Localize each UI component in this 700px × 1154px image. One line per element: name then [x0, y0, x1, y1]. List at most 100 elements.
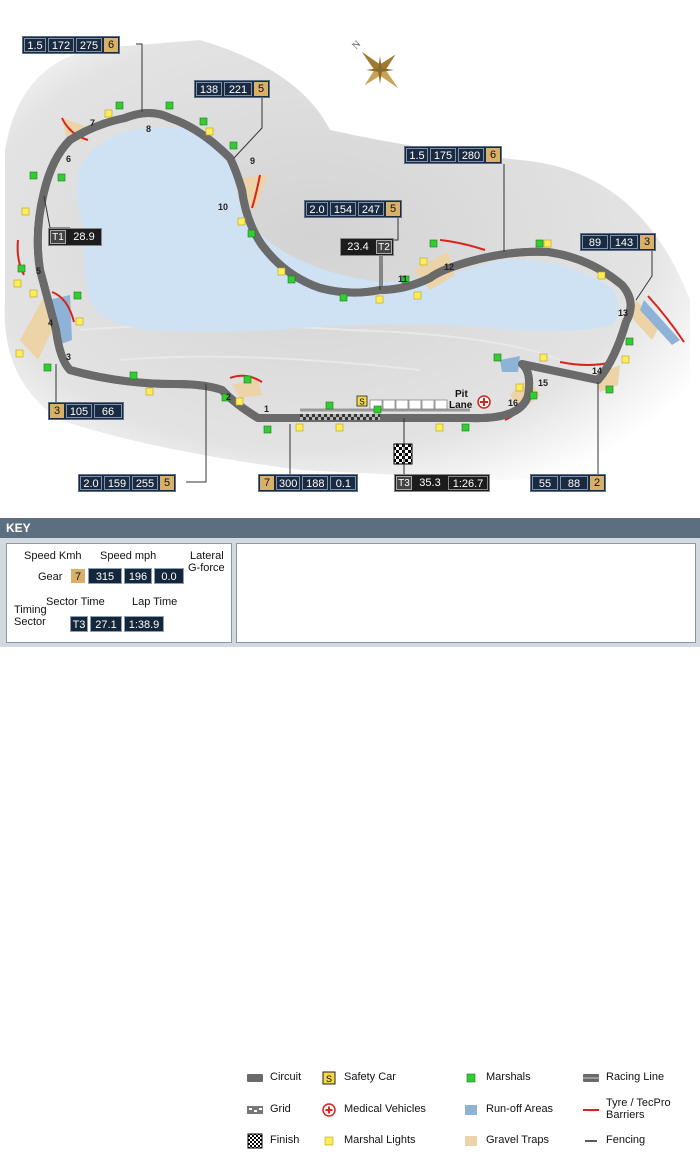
speed-callout-gear: 6	[104, 38, 118, 52]
key-title: KEY	[0, 518, 700, 538]
speed-callout-gear: 3	[640, 235, 654, 249]
speed-callout-value: 275	[76, 38, 102, 52]
speed-callout-value: 221	[224, 82, 252, 96]
safety-car-marker-box	[356, 395, 368, 407]
key-speed-mph: Speed mph	[100, 550, 157, 562]
map-svg: S Pit Lane	[4, 39, 691, 483]
speed-callout-value: 1.5	[24, 38, 46, 52]
key-lap-time: Lap Time	[132, 596, 178, 608]
marshal-posts	[17, 101, 634, 434]
speed-callout-value: 300	[276, 476, 301, 490]
turn-4: 4	[48, 318, 53, 328]
speed-callout-gear: 2	[590, 476, 604, 490]
key-sample-g: 0.0	[154, 568, 184, 584]
legend-marshals-label: Marshals	[486, 1071, 531, 1083]
pit-lane-label-2: Lane	[449, 400, 473, 411]
key-timing: Timing	[14, 604, 47, 616]
speed-callout-value: 0.1	[330, 476, 357, 490]
key-sample-kmh: 315	[88, 568, 122, 584]
speed-callout-value: 255	[132, 476, 158, 490]
turn-8: 8	[146, 124, 151, 134]
compass-north-label: N	[350, 39, 363, 52]
key-sample-sector-time: 27.1	[90, 616, 122, 632]
turn-3: 3	[66, 352, 71, 362]
turn-10: 10	[218, 202, 228, 212]
key-sample-sector: T3	[70, 616, 88, 632]
turn-1: 1	[264, 404, 269, 414]
legend-runoff-label: Run-off Areas	[486, 1103, 554, 1115]
speed-callout-value: 154	[330, 202, 356, 216]
svg-text:S: S	[326, 1074, 332, 1084]
speed-callout-gear: 5	[386, 202, 400, 216]
legend-circuit-icon	[246, 1070, 264, 1086]
safety-car-marker: S	[359, 398, 364, 407]
legend-fencing-label: Fencing	[606, 1134, 646, 1146]
speed-callout-value: 188	[302, 476, 329, 490]
speed-callout-gear: 5	[254, 82, 268, 96]
speed-callout-value: 105	[66, 404, 92, 418]
key-sample-gear: 7	[70, 568, 86, 584]
key-sample-lap-time: 1:38.9	[124, 616, 164, 632]
turn-16: 16	[508, 398, 518, 408]
finish-flag-icon	[393, 443, 413, 465]
turn-numbers: 1 2 3 4 5 6 7 8 9 10 11 12 13 14 15 16	[36, 118, 628, 414]
turn-2: 2	[226, 392, 231, 402]
speed-callout-gear: 6	[486, 148, 500, 162]
turn-15: 15	[538, 378, 548, 388]
speed-callout-gear: 7	[260, 476, 274, 490]
speed-callout-value: 55	[532, 476, 558, 490]
speed-callout-value: 66	[94, 404, 122, 418]
timing-callout-value: 28.9	[73, 231, 95, 243]
turn-14: 14	[592, 366, 602, 376]
speed-callout-gear: 3	[50, 404, 64, 418]
legend-barrier-icon	[582, 1102, 600, 1118]
turn-12: 12	[444, 262, 454, 272]
legend-safety-car-icon: S	[320, 1070, 338, 1086]
marshal-lights	[13, 109, 630, 432]
key-sector: Sector	[14, 616, 46, 628]
legend-medical-icon	[320, 1102, 338, 1118]
legend-gravel-icon	[462, 1133, 480, 1149]
legend-safety-car-label: Safety Car	[344, 1071, 396, 1083]
turn-11: 11	[398, 274, 408, 284]
speed-callout-value: 280	[458, 148, 484, 162]
key-gear: Gear	[38, 571, 63, 583]
compass-rose-icon	[361, 51, 399, 89]
pit-lane-label-1: Pit	[455, 389, 468, 400]
legend-finish-label: Finish	[270, 1134, 300, 1146]
legend-grid-icon	[246, 1102, 264, 1118]
legend-marshals-icon	[462, 1070, 480, 1086]
turn-9: 9	[250, 156, 255, 166]
legend-racing-line-icon	[582, 1070, 600, 1086]
legend-grid-label: Grid	[270, 1103, 291, 1115]
legend-marshal-lights-label: Marshal Lights	[344, 1134, 416, 1146]
key-sample-mph: 196	[124, 568, 152, 584]
speed-callout-value: 159	[104, 476, 130, 490]
speed-callout-value: 175	[430, 148, 456, 162]
turn-5: 5	[36, 266, 41, 276]
turn-13: 13	[618, 308, 628, 318]
legend-marshal-lights-icon	[320, 1133, 338, 1149]
key-legend	[236, 543, 696, 643]
legend-runoff-icon	[462, 1102, 480, 1118]
speed-callout-gear: 5	[160, 476, 174, 490]
turn-7: 7	[90, 118, 95, 128]
speed-callout-value: 2.0	[80, 476, 102, 490]
key-lateral: Lateral	[190, 550, 224, 562]
speed-callout-value: 88	[560, 476, 588, 490]
speed-callout-value: 89	[582, 235, 608, 249]
turn-6: 6	[66, 154, 71, 164]
grid-marks	[300, 414, 380, 420]
timing-callout-sector: T1	[50, 230, 66, 244]
timing-callout-lap: 1:26.7	[448, 476, 488, 490]
speed-callout-value: 172	[48, 38, 74, 52]
